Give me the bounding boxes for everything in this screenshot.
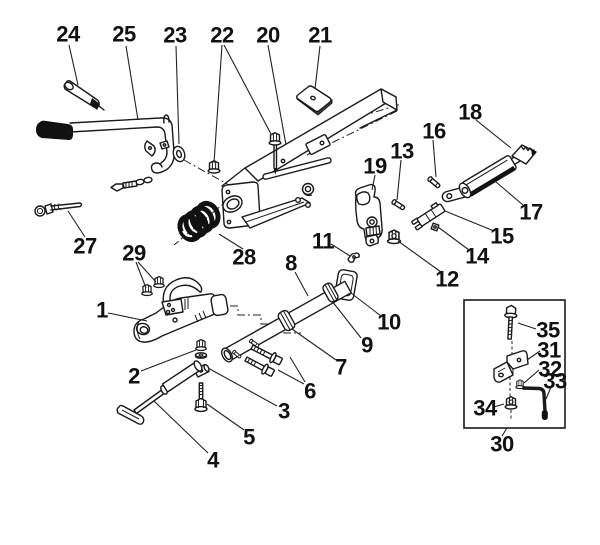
part-6-bolts-drawing — [231, 338, 283, 377]
part-number-label-29: 29 — [122, 241, 146, 266]
leader-lines — [67, 44, 552, 454]
part-number-label-33: 33 — [543, 369, 567, 394]
part-number-label-2: 2 — [128, 364, 140, 389]
part-number-label-9: 9 — [361, 333, 373, 358]
part-number-label-10: 10 — [377, 310, 401, 335]
part-number-label-28: 28 — [232, 245, 256, 270]
part-number-label-6: 6 — [304, 379, 316, 404]
part-number-label-31: 31 — [537, 338, 561, 363]
part-number-label-27: 27 — [73, 234, 97, 259]
part-number-label-18: 18 — [458, 100, 482, 125]
part-number-label-12: 12 — [435, 267, 459, 292]
part-number-label-17: 17 — [519, 200, 543, 225]
part-number-label-21: 21 — [308, 23, 332, 48]
part-number-label-5: 5 — [243, 425, 255, 450]
part-27-clip-drawing — [34, 202, 83, 217]
part-21-pad-plate-drawing — [296, 85, 333, 116]
part-number-label-19: 19 — [363, 154, 387, 179]
part-number-label-15: 15 — [490, 224, 514, 249]
part-20-bolt-drawing — [268, 132, 282, 175]
part-33-rod-drawing — [522, 386, 548, 420]
part-number-label-24: 24 — [56, 22, 81, 47]
part-number-label-23: 23 — [163, 23, 187, 48]
part-28-spring-drawing — [177, 200, 221, 243]
part-number-label-13: 13 — [390, 139, 414, 164]
part-number-label-1: 1 — [96, 298, 108, 323]
part-number-label-30: 30 — [490, 432, 514, 457]
part-number-label-3: 3 — [278, 399, 290, 424]
part-9-ring-drawing — [322, 282, 339, 303]
part-16-pin-drawing — [426, 175, 442, 190]
part-7-collar-drawing — [277, 309, 296, 332]
part-number-label-7: 7 — [335, 355, 347, 380]
part-24-pin-drawing — [63, 80, 105, 111]
part-4-handle-rod-drawing — [116, 360, 203, 425]
part-number-label-35: 35 — [536, 318, 560, 343]
part-12-nut-drawing — [386, 229, 402, 245]
part-number-label-8: 8 — [285, 251, 297, 276]
part-number-label-11: 11 — [312, 229, 335, 254]
part-35-bolt-drawing — [504, 304, 518, 340]
part-23-washer-drawing — [172, 145, 186, 163]
part-number-label-34: 34 — [473, 396, 498, 421]
part-number-label-16: 16 — [422, 119, 446, 144]
part-11-clip-drawing — [347, 252, 360, 263]
part-number-label-14: 14 — [465, 244, 490, 269]
part-17-damper-drawing — [441, 154, 523, 203]
part-18-ratchet-tip-drawing — [511, 144, 537, 165]
part-25-lever-drawing — [36, 114, 175, 192]
part-15-clevis-drawing — [411, 202, 446, 231]
part-1-coupler-drawing — [133, 277, 229, 343]
part-31-clamp-drawing — [493, 350, 529, 383]
part-number-label-20: 20 — [256, 23, 280, 48]
part-2-nut-stack-drawing — [194, 338, 208, 359]
part-number-label-22: 22 — [210, 23, 234, 48]
part-19-cam-drawing — [354, 183, 383, 247]
part-13-pin-drawing — [390, 198, 407, 212]
part-number-label-4: 4 — [207, 448, 220, 473]
part-number-label-32: 32 — [538, 357, 562, 382]
main-housing-drawing — [221, 88, 398, 229]
part-34-nut-drawing — [504, 396, 518, 410]
part-5-bolt-drawing — [194, 382, 208, 413]
inset-box-30-drawing — [463, 299, 566, 429]
part-14-nut-drawing — [430, 222, 440, 232]
part-number-label-25: 25 — [112, 22, 136, 47]
